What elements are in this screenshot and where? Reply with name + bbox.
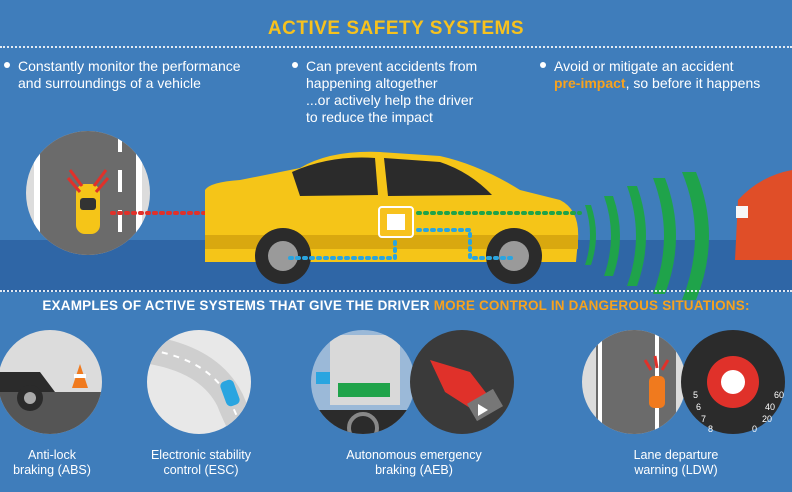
page-title: ACTIVE SAFETY SYSTEMS (267, 18, 525, 39)
signal-blue-line-rear (283, 240, 397, 260)
gauge-tick: 8 (708, 424, 713, 434)
bullet-prevent-line3: ...or actively help the driver (306, 92, 474, 108)
chip-icon (378, 206, 414, 238)
divider-middle (0, 290, 792, 292)
gauge-tick: 5 (693, 390, 698, 400)
bullet-avoid-line2: , so before it happens (625, 75, 761, 91)
caption-ldw: Lane departure warning (LDW) (616, 448, 736, 478)
bullet-dot (4, 62, 10, 69)
highlight-pre-impact: pre-impact (554, 75, 626, 91)
examples-heading: EXAMPLES OF ACTIVE SYSTEMS THAT GIVE THE… (0, 298, 792, 313)
bullet-avoid: Avoid or mitigate an accident pre-impact… (540, 58, 760, 92)
caption-ldw-line1: Lane departure (633, 448, 719, 462)
gauge-tick: 40 (765, 402, 775, 412)
caption-esc: Electronic stability control (ESC) (136, 448, 266, 478)
bullet-prevent: Can prevent accidents from happening alt… (292, 58, 477, 126)
aeb-road-icon (311, 330, 415, 434)
bullet-dot (292, 62, 298, 69)
aeb-pedal-icon (410, 330, 514, 434)
gauge-tick: 60 (774, 390, 784, 400)
caption-aeb-line1: Autonomous emergency (346, 448, 482, 462)
bullet-prevent-line2: happening altogether (306, 75, 438, 91)
bullet-dot (540, 62, 546, 69)
esc-illustration-icon (147, 330, 251, 434)
divider-top (0, 46, 792, 48)
caption-abs-line2: braking (ABS) (13, 463, 91, 477)
bullet-avoid-line1: Avoid or mitigate an accident (554, 58, 734, 74)
gauge-tick: 7 (701, 414, 706, 424)
gauge-tick: 6 (696, 402, 701, 412)
examples-heading-prefix: EXAMPLES OF ACTIVE SYSTEMS THAT GIVE THE… (42, 298, 434, 313)
abs-illustration-icon (0, 330, 102, 434)
caption-ldw-line2: warning (LDW) (634, 463, 718, 477)
bullet-monitor: Constantly monitor the performance and s… (4, 58, 241, 92)
caption-abs-line1: Anti-lock (28, 448, 76, 462)
radar-waves-icon (585, 172, 709, 300)
caption-abs: Anti-lock braking (ABS) (4, 448, 100, 478)
gauge-tick: 0 (752, 424, 757, 434)
bullet-prevent-line1: Can prevent accidents from (306, 58, 478, 74)
signal-blue-line-front (416, 228, 514, 260)
red-car (735, 170, 792, 260)
ldw-gauge-icon: 5 6 7 8 60 40 20 0 (681, 330, 785, 434)
bullet-monitor-line1: Constantly monitor the performance (18, 58, 241, 74)
top-view-road-icon (26, 131, 150, 255)
ldw-road-icon (582, 330, 686, 434)
caption-aeb: Autonomous emergency braking (AEB) (330, 448, 498, 478)
bullet-prevent-line4: to reduce the impact (306, 109, 433, 125)
examples-heading-highlight: MORE CONTROL IN DANGEROUS SITUATIONS: (433, 298, 750, 313)
caption-esc-line1: Electronic stability (150, 448, 252, 462)
gauge-tick: 20 (762, 414, 772, 424)
bullet-monitor-line2: and surroundings of a vehicle (18, 75, 201, 91)
caption-esc-line2: control (ESC) (163, 463, 239, 477)
caption-aeb-line2: braking (AEB) (375, 463, 453, 477)
